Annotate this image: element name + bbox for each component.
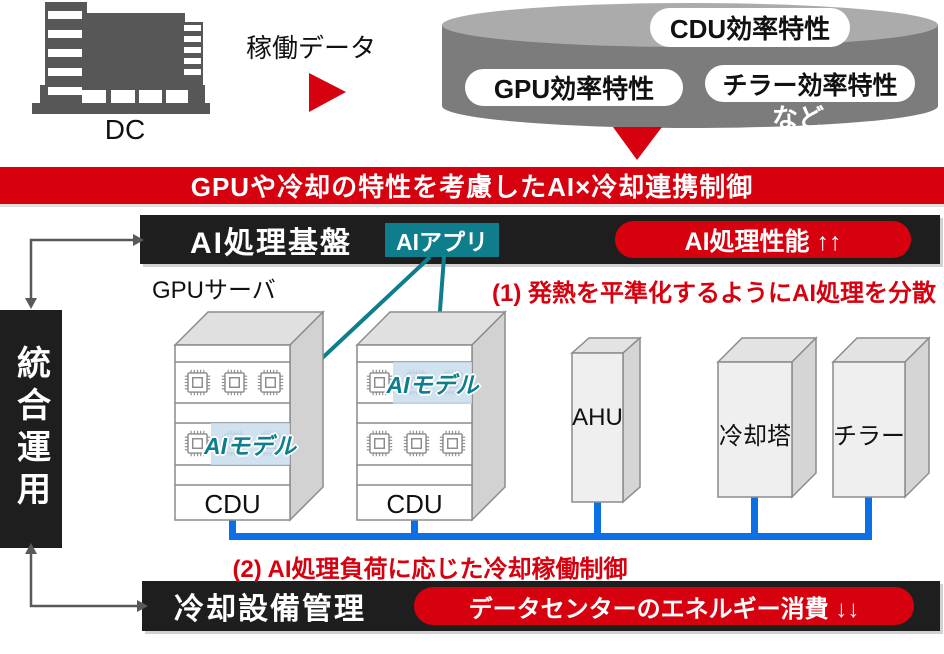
pill-chiller-text: チラー効率特性 — [722, 71, 898, 100]
pill-cdu-text: CDU効率特性 — [669, 14, 831, 44]
ai-model-label-2: AIモデル — [386, 372, 479, 398]
flow-arrow-icon — [309, 73, 346, 112]
ai-model-label-1: AIモデル — [204, 433, 296, 459]
note-cooling-control: (2) AI処理負荷に応じた冷却稼働制御 — [232, 556, 628, 583]
chiller-label: チラー — [833, 423, 905, 450]
pill-gpu-text: GPU効率特性 — [493, 74, 655, 104]
cooling-tower-label: 冷却塔 — [719, 423, 791, 450]
energy-consumption-text: データセンターのエネルギー消費 ↓↓ — [468, 595, 860, 623]
flow-data-label: 稼働データ — [246, 33, 377, 63]
ai-app-badge: AIアプリ — [385, 223, 499, 257]
cdu-label-1: CDU — [204, 488, 261, 519]
pill-cdu-efficiency: CDU効率特性 — [650, 8, 850, 47]
cooling-mgmt-bar: 冷却設備管理 データセンターのエネルギー消費 ↓↓ — [142, 581, 940, 631]
ai-platform-bar: AI処理基盤 AIアプリ AI処理性能 ↑↑ — [140, 215, 940, 264]
dc-building-icon — [32, 2, 210, 114]
note-heat-leveling: (1) 発熱を平準化するようにAI処理を分散 — [492, 280, 936, 307]
ai-performance-badge: AI処理性能 ↑↑ — [615, 221, 911, 258]
db-down-arrow-icon — [613, 127, 662, 160]
ahu-label: AHU — [572, 404, 623, 431]
cdu-label-2: CDU — [386, 488, 443, 519]
gpu-server-section-label: GPUサーバ — [152, 277, 276, 304]
top-banner: GPUや冷却の特性を考慮したAI×冷却連携制御 — [0, 167, 944, 204]
integrated-operation-rail: 統合運用 — [0, 310, 62, 548]
ai-platform-title: AI処理基盤 — [190, 226, 352, 260]
db-etc-label: など — [772, 103, 825, 133]
pill-chiller-efficiency: チラー効率特性 — [705, 65, 915, 102]
cooling-mgmt-title: 冷却設備管理 — [174, 593, 366, 626]
ai-performance-text: AI処理性能 ↑↑ — [684, 227, 842, 256]
integrated-operation-label: 統合運用 — [11, 345, 50, 513]
dc-label: DC — [104, 114, 146, 145]
energy-consumption-badge: データセンターのエネルギー消費 ↓↓ — [414, 587, 914, 625]
ai-app-badge-text: AIアプリ — [396, 229, 488, 255]
pill-gpu-efficiency: GPU効率特性 — [465, 69, 683, 106]
top-banner-text: GPUや冷却の特性を考慮したAI×冷却連携制御 — [190, 172, 754, 202]
